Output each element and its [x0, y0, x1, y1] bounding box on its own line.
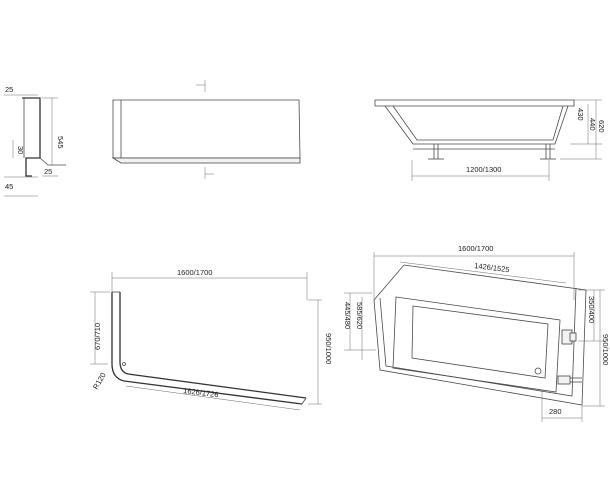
tub-height-label: 950/1000	[601, 334, 610, 365]
leg-right	[540, 144, 556, 160]
profile-section: 25 545 30 25 45	[4, 85, 66, 197]
profile-mid-label: 30	[16, 146, 25, 154]
profile-bottom-left-label: 45	[5, 182, 13, 191]
panel-plan-radius-label: R120	[91, 371, 108, 391]
panel-plan-diagonal-label: 1626/1726	[183, 386, 219, 399]
panel-base	[111, 157, 301, 164]
profile-top-label: 25	[5, 85, 13, 94]
tub-inner-length-label: 1426/1525	[474, 261, 510, 274]
panel-outer-edge	[111, 292, 303, 405]
leg-left	[428, 144, 444, 160]
tub-drain-width-label: 350/400	[587, 296, 596, 323]
panel-plan-length-label: 1600/1700	[177, 268, 212, 277]
tub-width-b-label: 585/620	[355, 302, 364, 329]
panel-inner-edge	[119, 292, 307, 399]
side-view: 430 440 620 1200/1300	[374, 99, 606, 181]
tub-basin-outer	[392, 296, 561, 393]
profile-outline	[22, 97, 41, 177]
side-h1-label: 430	[576, 108, 585, 121]
side-h2-label: 440	[588, 118, 597, 131]
tub-length-label: 1600/1700	[458, 244, 493, 253]
tub-width-a-label: 445/480	[343, 302, 352, 329]
radius-center	[122, 362, 126, 366]
profile-bottom-right-label: 25	[44, 167, 52, 176]
profile-height-label: 545	[56, 136, 65, 149]
waste-fitting	[557, 375, 582, 385]
panel-plan-depth-label: 670/710	[93, 323, 102, 350]
side-h3-label: 620	[597, 120, 606, 133]
overflow-fitting	[561, 329, 577, 345]
front-panel-view	[111, 80, 301, 179]
tub-basin-inner	[411, 305, 549, 379]
side-width-label: 1200/1300	[466, 165, 501, 174]
tub-plan-view: 1600/1700 1426/1525 445/480 585/620 350/…	[343, 244, 610, 422]
profile-foot	[39, 157, 66, 166]
tub-drain-offset-label: 280	[549, 407, 562, 416]
panel-outline	[112, 99, 301, 159]
panel-plan-view: 1600/1700 670/710 R120 1626/1726 950/100…	[90, 268, 333, 411]
panel-plan-height-label: 950/1000	[324, 333, 333, 364]
drain-icon	[534, 367, 542, 375]
tub-rim-outline	[373, 264, 587, 406]
tub-body	[384, 105, 569, 145]
rim	[374, 99, 575, 107]
